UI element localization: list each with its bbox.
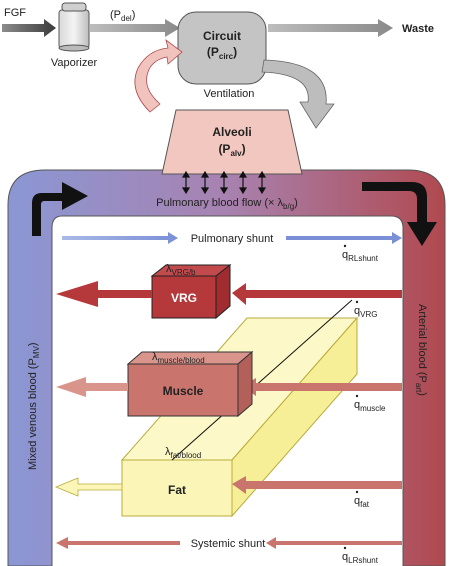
fat-arrow-in bbox=[232, 476, 402, 494]
fat-arrow-out bbox=[54, 477, 123, 497]
q-muscle-label: qmuscle bbox=[354, 399, 386, 413]
muscle-arrow-out bbox=[56, 377, 128, 397]
fgf-label: FGF bbox=[4, 7, 26, 19]
pulmonary-flow-label: Pulmonary blood flow (× λb/g) bbox=[156, 197, 298, 211]
q-vrg-label: qVRG bbox=[354, 305, 377, 319]
flow-arrow-top-right bbox=[362, 182, 437, 246]
ventilation-arrow-in bbox=[134, 39, 183, 113]
q-fat-label: qfat bbox=[354, 495, 370, 509]
fat-label: Fat bbox=[168, 483, 186, 497]
waste-label: Waste bbox=[402, 23, 434, 35]
fgf-arrow bbox=[2, 19, 56, 37]
circuit-title: Circuit bbox=[203, 29, 241, 43]
vrg-arrow-out bbox=[56, 281, 152, 307]
mixed-venous-label: Mixed venous blood (PMV) bbox=[27, 342, 41, 470]
circulation-tube bbox=[7, 169, 446, 566]
pdel-label: (Pdel) bbox=[110, 9, 135, 23]
lambda-fat-label: λfat/blood bbox=[165, 446, 201, 460]
diffusion-arrows bbox=[181, 170, 267, 195]
alveoli-box bbox=[161, 109, 303, 175]
alveoli-title: Alveoli bbox=[212, 125, 251, 139]
systemic-shunt-arrow-right bbox=[266, 537, 402, 549]
circuit-box bbox=[177, 11, 267, 85]
systemic-shunt-arrow-left bbox=[56, 537, 180, 549]
circuit-pressure: (Pcirc) bbox=[207, 45, 237, 61]
pulmonary-shunt-arrow-left bbox=[62, 232, 178, 244]
pulmonary-shunt-arrow-right bbox=[286, 232, 402, 244]
alveoli-pressure: (Palv) bbox=[218, 142, 245, 158]
vrg-arrow-in bbox=[232, 283, 402, 305]
flow-arrow-top-left bbox=[32, 182, 88, 236]
waste-arrow bbox=[268, 19, 393, 37]
systemic-shunt-label: Systemic shunt bbox=[191, 538, 266, 550]
muscle-arrow-in bbox=[242, 378, 402, 396]
muscle-box bbox=[126, 350, 254, 418]
muscle-label: Muscle bbox=[163, 384, 204, 398]
lambda-vrg-label: λVRG/b bbox=[166, 263, 196, 277]
pdel-arrow bbox=[90, 19, 180, 37]
q-rlshunt-label: qRLshunt bbox=[342, 249, 379, 263]
lambda-muscle-label: λmuscle/blood bbox=[152, 351, 205, 365]
vaporizer-icon bbox=[58, 2, 90, 52]
q-lrshunt-label: qLRshunt bbox=[342, 551, 379, 565]
vrg-label: VRG bbox=[171, 291, 197, 305]
vaporizer-label: Vaporizer bbox=[51, 57, 98, 69]
vrg-box bbox=[150, 263, 232, 320]
pulmonary-shunt-label: Pulmonary shunt bbox=[191, 233, 274, 245]
ventilation-label: Ventilation bbox=[204, 88, 255, 100]
arterial-label: Arterial blood (Part) bbox=[414, 304, 428, 396]
ventilation-arrow-out bbox=[261, 59, 335, 129]
